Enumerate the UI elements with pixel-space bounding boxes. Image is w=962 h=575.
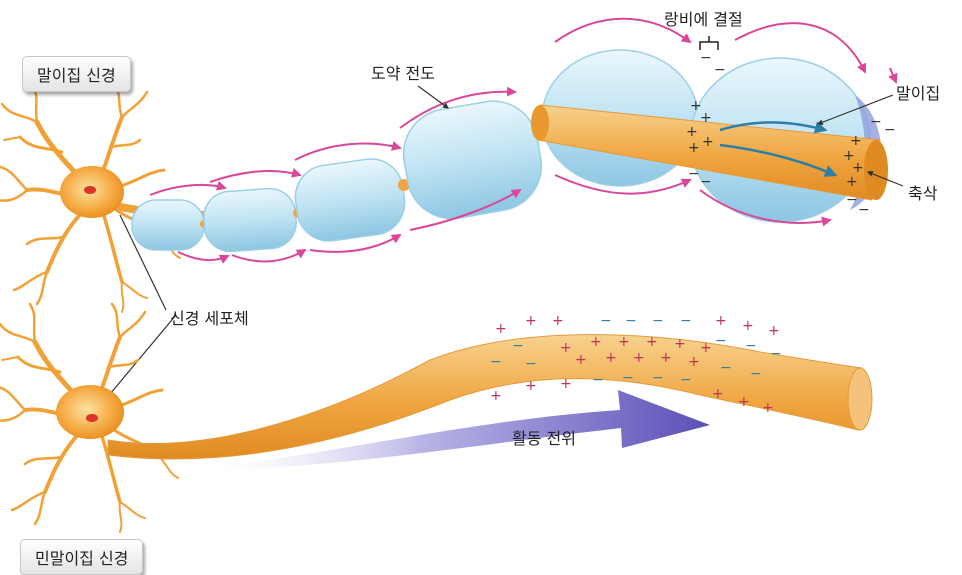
svg-text:+: + <box>590 334 602 350</box>
bottom-cell-body <box>56 385 124 439</box>
svg-text:−: − <box>592 372 604 388</box>
svg-text:−: − <box>680 372 692 388</box>
node-bracket <box>700 36 718 50</box>
svg-text:+: + <box>688 354 700 370</box>
svg-text:+: + <box>762 400 774 416</box>
svg-text:+: + <box>560 340 572 356</box>
svg-text:−: − <box>715 333 727 349</box>
myelin-segment <box>396 94 548 226</box>
svg-text:−: − <box>700 174 712 190</box>
svg-text:+: + <box>712 386 724 402</box>
svg-text:−: − <box>652 313 664 329</box>
svg-text:+: + <box>525 378 537 394</box>
svg-text:−: − <box>652 370 664 386</box>
svg-text:+: + <box>674 336 686 352</box>
svg-text:+: + <box>742 318 754 334</box>
svg-text:+: + <box>525 313 537 329</box>
svg-text:+: + <box>618 334 630 350</box>
top-nucleus <box>84 186 96 194</box>
svg-text:−: − <box>720 360 732 376</box>
svg-text:−: − <box>884 122 896 138</box>
svg-text:+: + <box>605 350 617 366</box>
svg-text:+: + <box>702 134 714 150</box>
svg-text:+: + <box>700 110 712 126</box>
svg-text:−: − <box>714 62 726 78</box>
myelin-sheath-label: 말이집 <box>896 80 940 104</box>
svg-text:+: + <box>846 174 858 190</box>
myelinated-neuron <box>0 84 180 312</box>
myelin-segment <box>132 200 204 250</box>
svg-text:+: + <box>646 334 658 350</box>
myelin-segments <box>132 94 549 253</box>
svg-text:−: − <box>846 192 858 208</box>
svg-text:+: + <box>633 350 645 366</box>
svg-text:−: − <box>870 114 882 130</box>
svg-text:−: − <box>512 338 524 354</box>
svg-text:−: − <box>622 370 634 386</box>
svg-text:+: + <box>700 340 712 356</box>
svg-text:+: + <box>495 321 507 337</box>
svg-text:+: + <box>490 388 502 404</box>
myelin-cutaway: +++ ++ +++ + −− −− −− −− <box>531 50 896 222</box>
svg-text:+: + <box>738 394 750 410</box>
svg-text:−: − <box>680 313 692 329</box>
svg-text:+: + <box>688 140 700 156</box>
svg-text:−: − <box>750 366 762 382</box>
svg-text:−: − <box>600 313 612 329</box>
svg-text:−: − <box>858 202 870 218</box>
svg-text:+: + <box>560 376 572 392</box>
svg-text:+: + <box>686 124 698 140</box>
unmyelinated-neuron <box>0 304 872 532</box>
svg-text:−: − <box>745 338 757 354</box>
myelin-segment <box>202 187 298 253</box>
svg-text:−: − <box>490 354 502 370</box>
node-of-ranvier-label: 랑비에 결절 <box>664 6 743 30</box>
action-potential-label: 활동 전위 <box>512 425 576 449</box>
svg-text:−: − <box>625 313 637 329</box>
svg-text:+: + <box>768 323 780 339</box>
bottom-nucleus <box>86 414 98 422</box>
svg-text:+: + <box>715 313 727 329</box>
svg-text:+: + <box>575 352 587 368</box>
svg-text:−: − <box>525 356 537 372</box>
myelinated-nerve-label: 말이집 신경 <box>22 56 131 92</box>
unmyelinated-nerve-label: 민말이집 신경 <box>20 539 143 575</box>
svg-text:−: − <box>770 346 782 362</box>
svg-text:−: − <box>700 50 712 66</box>
axon-label: 축삭 <box>908 180 937 204</box>
svg-text:+: + <box>552 313 564 329</box>
cell-body-label: 신경 세포체 <box>170 305 249 329</box>
svg-text:+: + <box>660 350 672 366</box>
myelin-segment <box>291 155 409 245</box>
saltatory-conduction-label: 도약 전도 <box>371 60 435 84</box>
svg-text:+: + <box>850 133 862 149</box>
